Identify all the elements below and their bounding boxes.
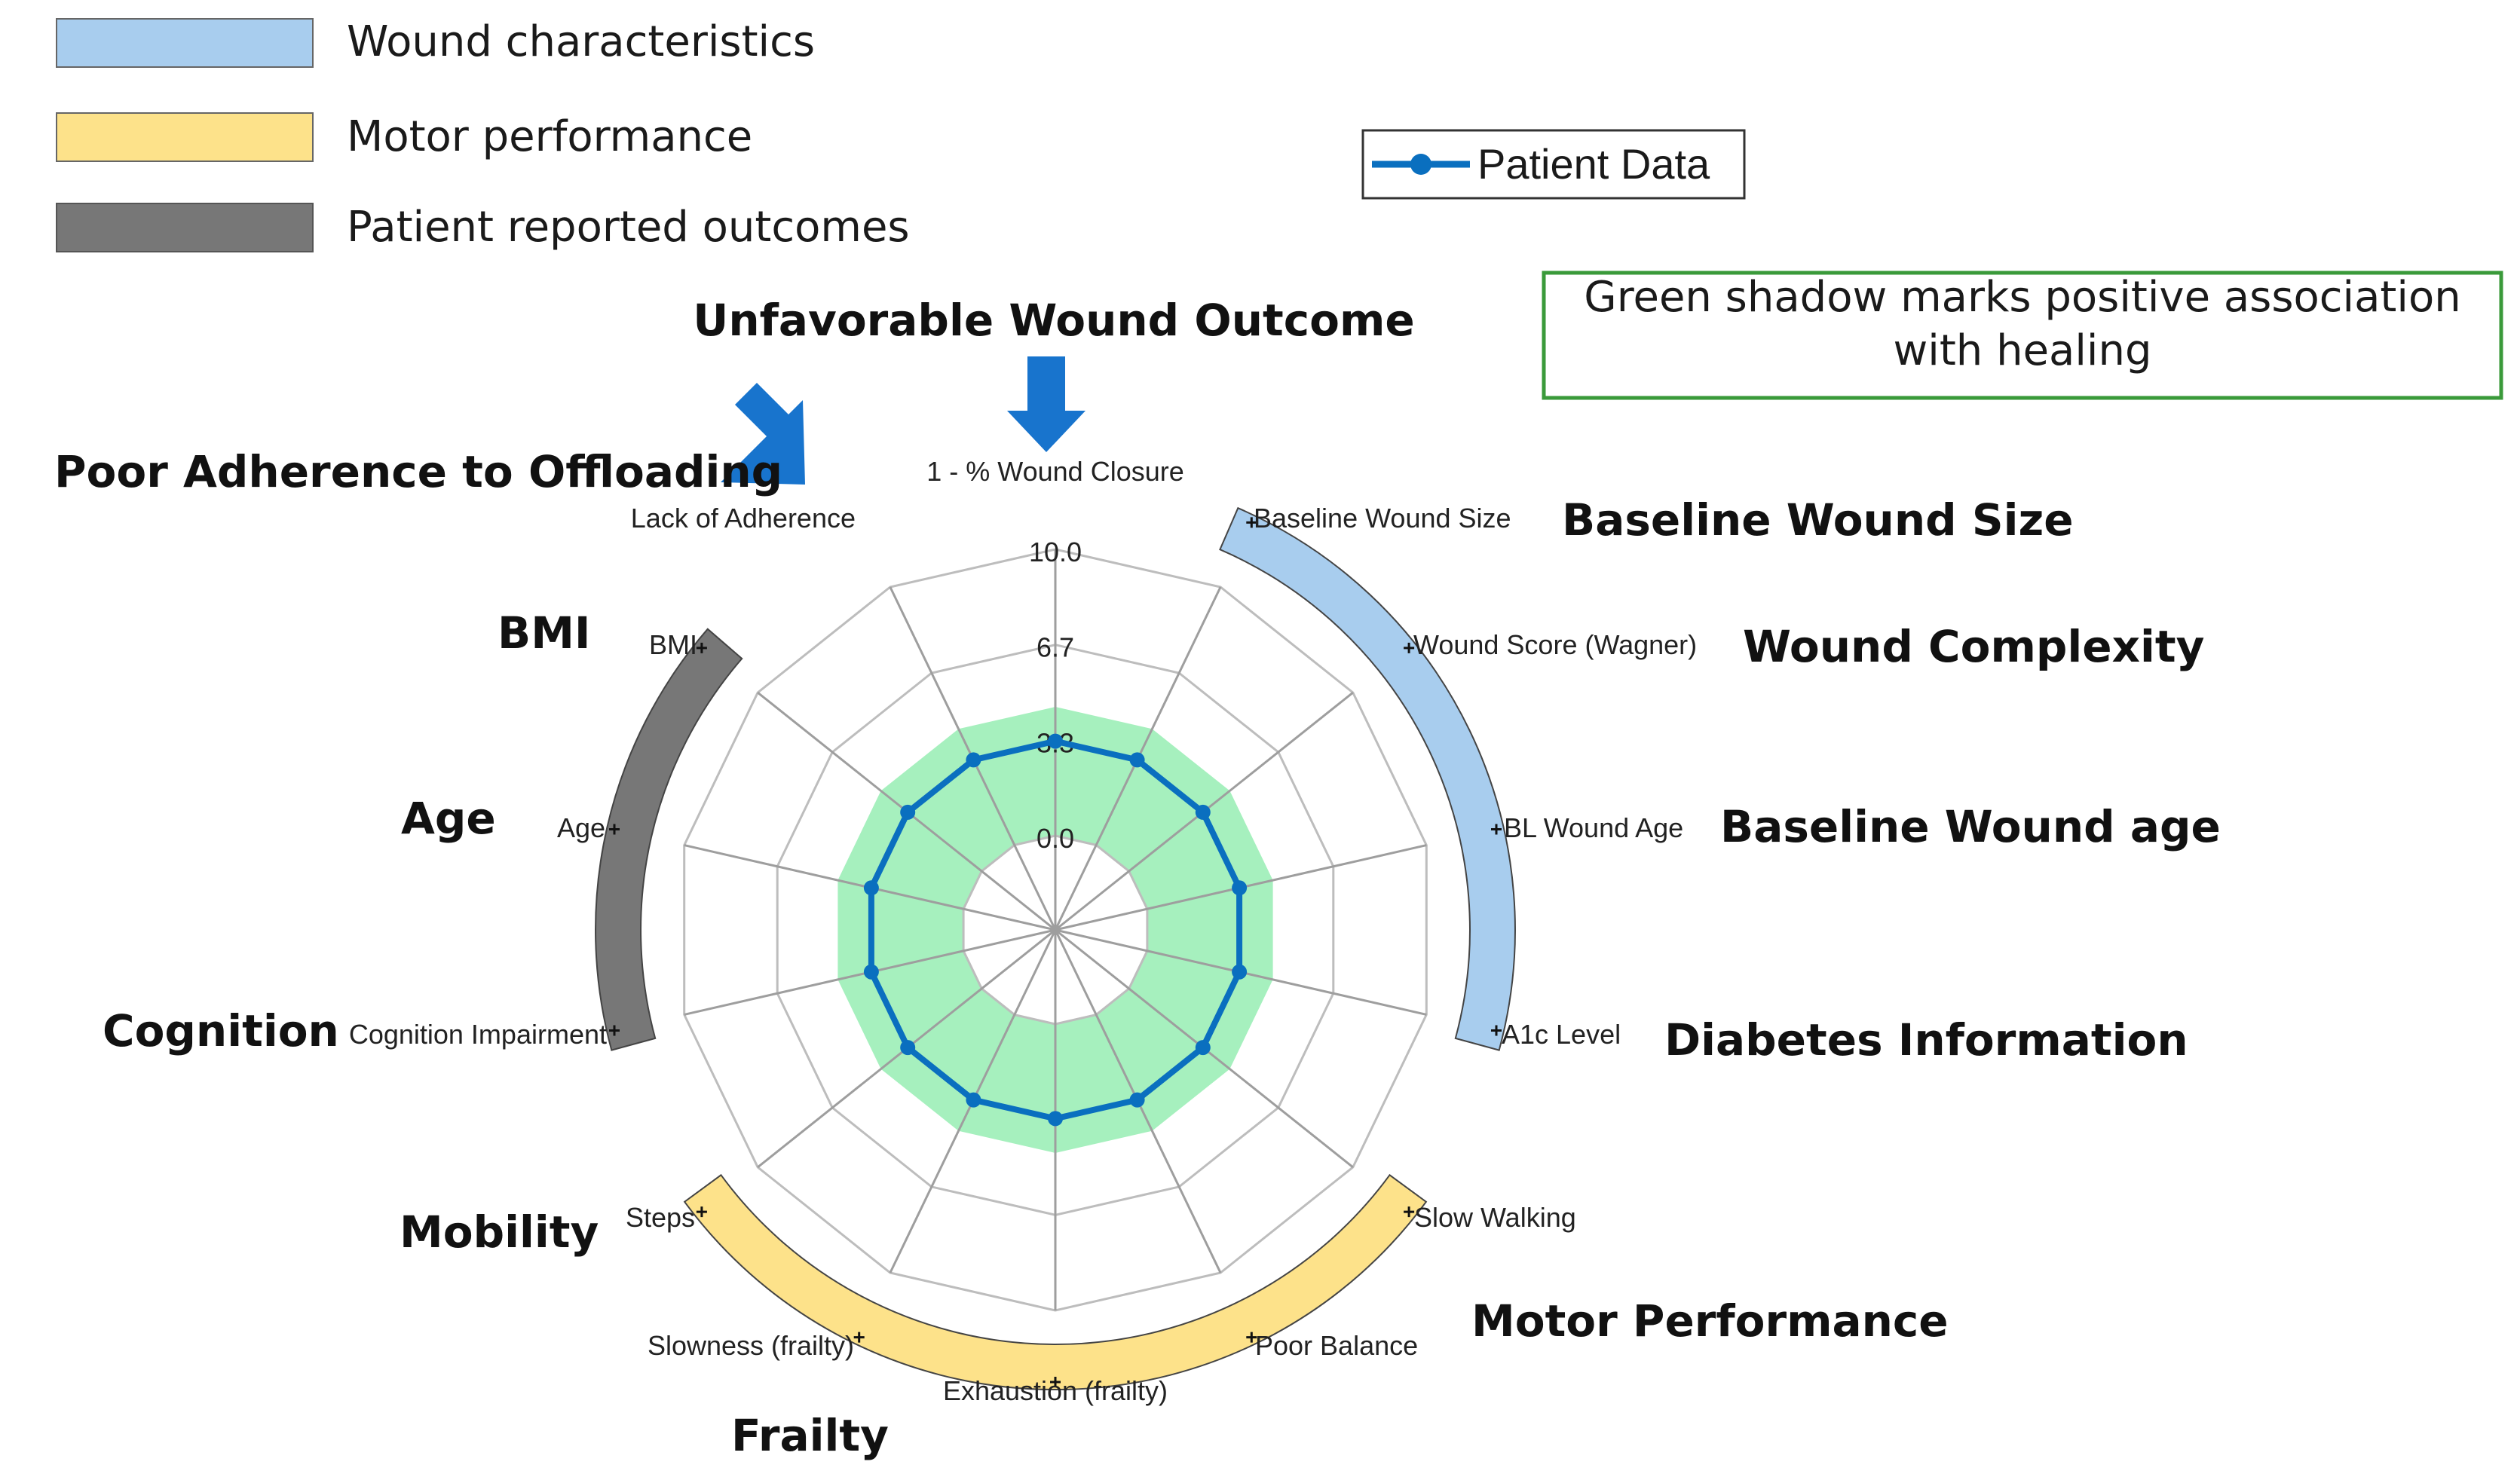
- data-point-13: [966, 752, 981, 768]
- annotation-wound-size: Baseline Wound Size: [1562, 494, 2074, 546]
- arc-tick-mark: [1050, 1377, 1061, 1387]
- data-point-3: [1232, 880, 1248, 896]
- axis-label-7: Exhaustion (frailty): [943, 1375, 1168, 1406]
- data-point-1: [1129, 752, 1145, 768]
- patient-data-series: [863, 733, 1248, 1127]
- annotation-age: Age: [401, 793, 496, 844]
- legend-swatch-motor: [56, 112, 314, 162]
- annotation-wound-age: Baseline Wound age: [1720, 801, 2221, 852]
- annotation-motor: Motor Performance: [1471, 1295, 1949, 1347]
- data-point-0: [1048, 733, 1063, 749]
- axis-label-9: Steps: [626, 1202, 695, 1233]
- tick-label-3: 10.0: [1029, 537, 1082, 567]
- annotation-mobility: Mobility: [400, 1206, 599, 1258]
- arc-tick-mark: [609, 1025, 620, 1036]
- arc-tick-mark: [1246, 517, 1257, 528]
- arc-tick-mark: [609, 824, 620, 835]
- arc-motor-performance: [683, 1173, 1428, 1391]
- legend-swatch-pro: [56, 203, 314, 252]
- note-line-1: Green shadow marks positive association: [1584, 273, 2460, 322]
- annotation-bmi: BMI: [498, 607, 591, 659]
- axis-label-2: Wound Score (Wagner): [1413, 629, 1697, 660]
- data-point-9: [900, 1040, 916, 1056]
- arc-tick-mark: [696, 1206, 707, 1218]
- data-point-4: [1232, 964, 1248, 980]
- arc-patient-reported: [595, 628, 743, 1051]
- arc-tick-mark: [853, 1332, 865, 1343]
- annotation-frailty: Frailty: [731, 1410, 889, 1461]
- data-point-5: [1195, 1040, 1211, 1056]
- legend-label-motor: Motor performance: [347, 112, 752, 161]
- series-legend: Patient Data: [1361, 129, 1746, 200]
- arc-wound-characteristics: [1219, 506, 1516, 1051]
- axis-label-3: BL Wound Age: [1504, 812, 1683, 843]
- data-point-12: [900, 804, 916, 820]
- arrow-down-right-icon: [721, 383, 805, 485]
- annotation-cognition: Cognition: [103, 1005, 339, 1056]
- annotations: Unfavorable Wound Outcome Poor Adherence…: [54, 295, 2221, 1461]
- axis-label-4: A1c Level: [1502, 1019, 1621, 1050]
- positive-association-band: [837, 707, 1273, 1153]
- data-point-10: [863, 964, 879, 980]
- axis-label-11: Age: [557, 812, 605, 843]
- axis-label-1: Baseline Wound Size: [1254, 503, 1511, 534]
- data-point-11: [863, 880, 879, 896]
- arc-tick-mark: [696, 642, 707, 653]
- data-point-7: [1048, 1111, 1063, 1127]
- positive-band: [837, 707, 1273, 1153]
- axis-label-6: Poor Balance: [1255, 1330, 1418, 1361]
- arrow-down-icon: [1007, 356, 1085, 452]
- note-border: [1542, 271, 2503, 400]
- data-point-8: [966, 1092, 981, 1108]
- arc-tick-mark: [1246, 1332, 1257, 1343]
- annotation-diabetes: Diabetes Information: [1664, 1014, 2188, 1066]
- axis-label-10: Cognition Impairment: [349, 1019, 607, 1050]
- legend-label-pro: Patient reported outcomes: [347, 203, 910, 252]
- axis-label-8: Slowness (frailty): [648, 1330, 854, 1361]
- axis-label-5: Slow Walking: [1414, 1202, 1576, 1233]
- tick-label-0: 0.0: [1036, 823, 1074, 854]
- arc-tick-mark: [1491, 824, 1502, 835]
- arc-tick-mark: [1491, 1025, 1502, 1036]
- data-point-6: [1129, 1092, 1145, 1108]
- note-line-2: with healing: [1893, 326, 2151, 375]
- legend-label-wound: Wound characteristics: [347, 17, 815, 66]
- category-arcs: [595, 506, 1516, 1391]
- annotation-top: Unfavorable Wound Outcome: [693, 295, 1414, 346]
- annotation-adherence: Poor Adherence to Offloading: [54, 446, 782, 497]
- radar-grid: [683, 548, 1428, 1312]
- data-point-2: [1195, 804, 1211, 820]
- category-legend: Wound characteristics Motor performance …: [56, 17, 910, 252]
- annotation-wound-complexity: Wound Complexity: [1743, 621, 2204, 672]
- axis-label-13: Lack of Adherence: [631, 503, 856, 534]
- arc-tick-mark: [1404, 1206, 1415, 1218]
- legend-swatch-wound: [56, 18, 314, 68]
- note-box: Green shadow marks positive association …: [1542, 271, 2503, 400]
- axis-label-12: BMI: [649, 629, 697, 660]
- arc-tick-mark: [1404, 642, 1415, 653]
- axis-label-0: 1 - % Wound Closure: [926, 456, 1184, 487]
- tick-label-2: 6.7: [1036, 632, 1074, 663]
- series-legend-marker-icon: [1410, 154, 1431, 175]
- series-legend-label: Patient Data: [1477, 140, 1710, 188]
